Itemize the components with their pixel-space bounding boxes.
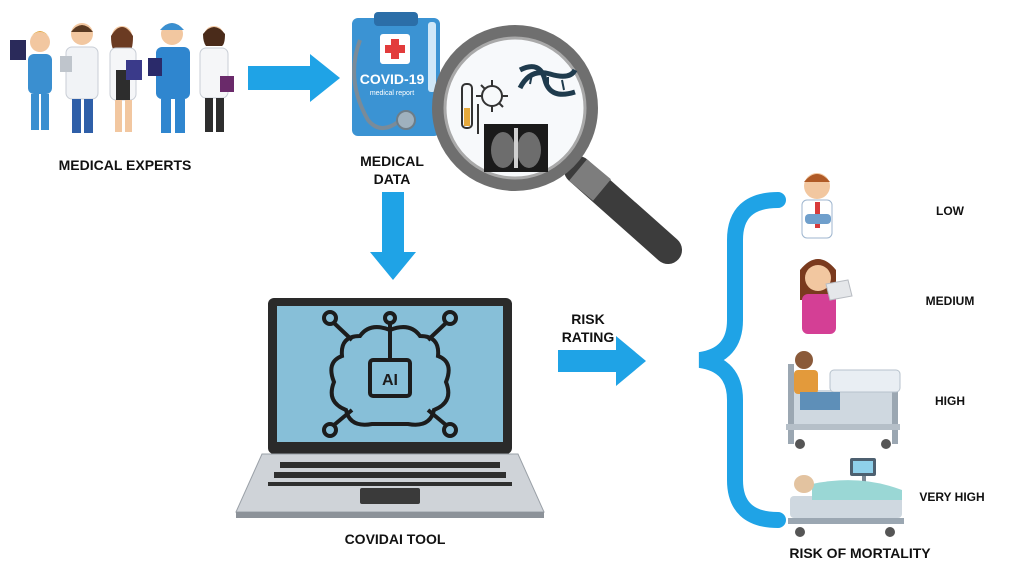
laptop-icon: AI: [235, 298, 545, 518]
medical-experts-label: MEDICAL EXPERTS: [58, 157, 192, 173]
arrow-experts-to-data: [248, 54, 340, 102]
female-doctor-figure-icon: [109, 26, 142, 132]
medical-experts-illustration: [10, 23, 234, 133]
medical-data-label-line1: MEDICAL: [360, 153, 424, 169]
medium-risk-woman-sneezing-icon: [800, 259, 853, 334]
arrow-tool-to-risk: [558, 336, 646, 386]
report-title: COVID-19: [360, 71, 425, 87]
low-risk-man-icon: [801, 173, 833, 239]
doctor-figure-icon: [60, 23, 99, 133]
covid-report-clipboard-icon: COVID-19 medical report: [352, 12, 440, 136]
keyboard-keys: [268, 462, 512, 486]
female-doctor-two-figure-icon: [199, 26, 234, 132]
surgeon-figure-icon: [148, 23, 190, 133]
test-tube-icon: [461, 83, 479, 134]
risk-levels-brace: [698, 192, 786, 528]
risk-level-medium: MEDIUM: [925, 294, 975, 308]
risk-level-very-high: VERY HIGH: [919, 490, 985, 504]
arrow-data-to-tool: [370, 192, 416, 280]
medical-data-label-line2: DATA: [373, 171, 411, 187]
risk-level-low: LOW: [936, 204, 964, 218]
dna-helix-icon: [517, 64, 578, 97]
risk-of-mortality-label: RISK OF MORTALITY: [789, 545, 931, 561]
risk-rating-label-line1: RISK: [571, 311, 605, 327]
very-high-risk-icu-bed-icon: [788, 458, 904, 537]
high-risk-patient-bed-icon: [786, 351, 901, 449]
ai-brain-circuit-icon: [322, 310, 458, 438]
report-subtitle: medical report: [370, 90, 414, 97]
covidai-tool-label: COVIDAI TOOL: [344, 531, 446, 547]
risk-level-high: HIGH: [935, 394, 965, 408]
nurse-figure-icon: [10, 31, 52, 130]
risk-rating-label-line2: RATING: [561, 329, 615, 345]
magnifying-glass-icon: [432, 25, 682, 264]
ai-chip-text: AI: [382, 372, 398, 389]
chest-xray-icon: [484, 124, 548, 172]
virus-icon: [476, 80, 508, 112]
